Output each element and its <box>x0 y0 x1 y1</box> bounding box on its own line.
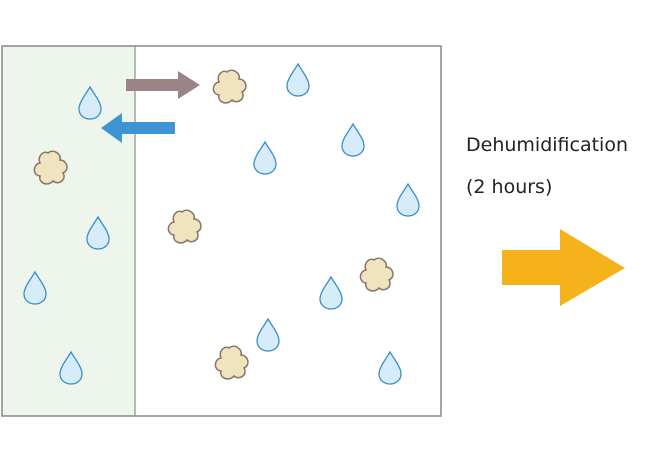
process-label: Dehumidification <box>466 134 628 156</box>
inflow-arrow-icon <box>101 113 175 143</box>
absorbent-layer <box>2 46 135 416</box>
outflow-arrow-icon <box>126 71 200 99</box>
process-arrow-icon <box>502 229 625 306</box>
chamber-border <box>1 45 442 417</box>
duration-label: (2 hours) <box>466 176 553 198</box>
